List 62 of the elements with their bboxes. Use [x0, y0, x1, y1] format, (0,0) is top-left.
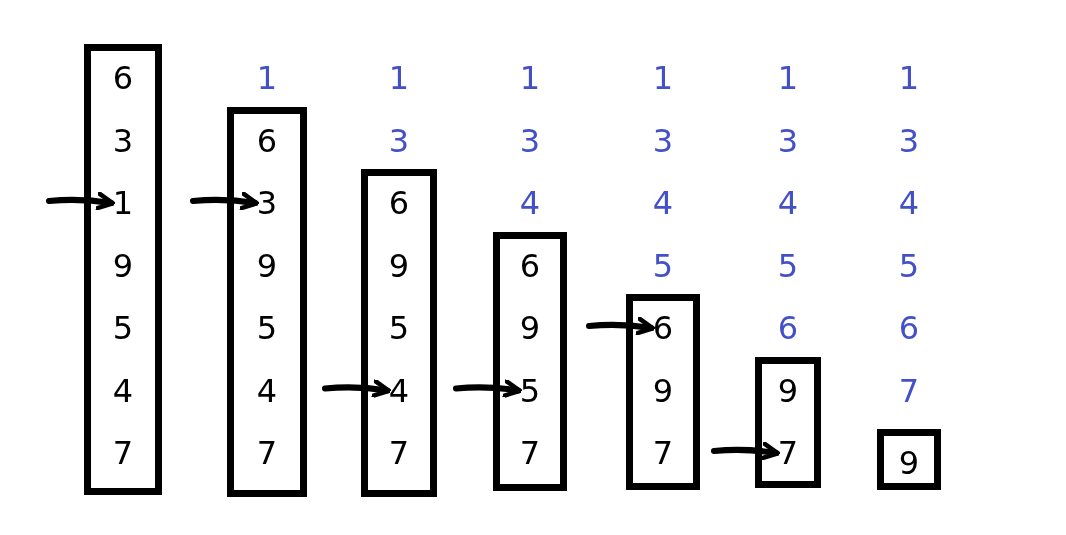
array-box: [84, 44, 162, 495]
array-box: [755, 356, 821, 488]
array-number: 1: [109, 185, 137, 221]
array-number: 6: [385, 185, 413, 221]
array-box: [361, 169, 437, 497]
sorted-number: 3: [518, 122, 542, 159]
sorted-number: 1: [651, 60, 675, 96]
array-number: 6: [109, 60, 137, 96]
array-box: [626, 294, 700, 490]
array-number: 7: [109, 435, 137, 471]
array-number: 9: [895, 445, 923, 481]
array-number: 6: [253, 122, 281, 159]
array-number: 5: [385, 310, 413, 346]
array-number: 7: [516, 435, 544, 471]
sorted-number: 6: [776, 310, 800, 346]
sorted-number: 5: [776, 247, 800, 284]
array-number: 4: [253, 372, 281, 409]
sorted-number: 1: [387, 60, 411, 96]
array-number: 9: [109, 247, 137, 284]
array-number: 5: [253, 310, 281, 346]
sorted-number: 1: [776, 60, 800, 96]
array-box: [227, 106, 307, 497]
array-number: 9: [774, 372, 802, 409]
array-number: 9: [385, 247, 413, 284]
arrow: [46, 191, 116, 211]
array-number: 7: [385, 435, 413, 471]
array-number: 3: [109, 122, 137, 159]
array-number: 9: [516, 310, 544, 346]
sorted-number: 1: [518, 60, 542, 96]
arrow: [322, 379, 392, 398]
arrow: [190, 191, 260, 211]
array-number: 5: [516, 372, 544, 409]
array-number: 7: [774, 435, 802, 471]
sorted-number: 5: [651, 247, 675, 284]
array-number: 4: [109, 372, 137, 409]
arrow: [711, 441, 781, 461]
array-number: 7: [253, 435, 281, 471]
sorted-number: 7: [897, 372, 921, 409]
sorted-number: 3: [387, 122, 411, 159]
array-number: 5: [109, 310, 137, 346]
sorted-number: 4: [651, 185, 675, 221]
array-box: [877, 429, 941, 490]
array-number: 9: [649, 372, 677, 409]
sorted-number: 1: [897, 60, 921, 96]
sorted-number: 3: [651, 122, 675, 159]
sorted-number: 5: [897, 247, 921, 284]
sorted-number: 4: [776, 185, 800, 221]
sorted-number: 4: [897, 185, 921, 221]
array-number: 3: [253, 185, 281, 221]
sorted-number: 3: [776, 122, 800, 159]
sorted-number: 4: [518, 185, 542, 221]
array-number: 6: [516, 247, 544, 284]
arrow: [586, 316, 656, 336]
array-number: 4: [385, 372, 413, 409]
sorted-number: 6: [897, 310, 921, 346]
array-number: 9: [253, 247, 281, 284]
array-number: 6: [649, 310, 677, 346]
arrow: [453, 379, 523, 398]
sorted-number: 3: [897, 122, 921, 159]
array-number: 7: [649, 435, 677, 471]
sorted-number: 1: [255, 60, 279, 96]
array-box: [493, 231, 567, 491]
